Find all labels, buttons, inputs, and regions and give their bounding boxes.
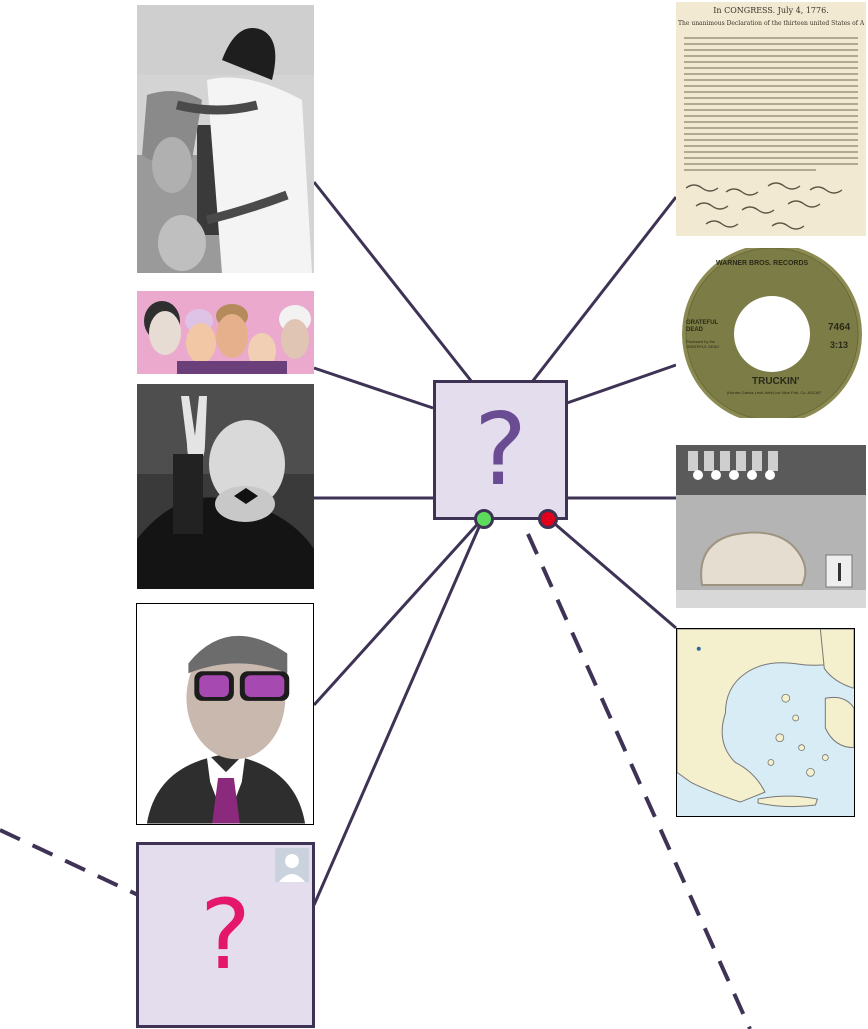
greece-map	[677, 629, 854, 816]
link-bottom-node	[312, 517, 485, 906]
declaration-text-lines	[684, 37, 858, 230]
unknown-node-question-mark: ?	[200, 879, 251, 991]
link-record	[566, 363, 677, 405]
connector-dot-red[interactable]	[538, 509, 558, 529]
link-collage	[313, 366, 434, 410]
connector-dot-green[interactable]	[474, 509, 494, 529]
record-label-credits: (Hunter-Garcia-Lesh-Weir) Ice Nine Pub. …	[726, 390, 822, 395]
center-node-question-mark: ?	[473, 391, 528, 508]
dashed-link-bottom	[526, 533, 752, 1029]
declaration-subheading: The unanimous Declaration of the thirtee…	[678, 20, 864, 27]
man-pouring-kettle-photo	[137, 5, 314, 273]
record-label-title: TRUCKIN'	[752, 376, 800, 387]
women-collage-photo	[137, 291, 314, 374]
record-label-duration: 3:13	[830, 340, 849, 350]
photo-rock-specimen[interactable]	[676, 445, 866, 608]
photo-purple-glasses-portrait[interactable]	[136, 603, 314, 825]
photo-man-with-kettle[interactable]	[137, 5, 314, 273]
link-glasses	[312, 516, 485, 707]
dashed-link-left	[0, 828, 139, 897]
purple-glasses-portrait-photo	[137, 604, 313, 824]
record-label-top-text: WARNER BROS. RECORDS	[716, 260, 809, 267]
link-map	[547, 516, 677, 630]
record-label-catalog: 7464	[828, 322, 851, 333]
declaration-heading: In CONGRESS. July 4, 1776.	[713, 6, 829, 15]
photo-women-collage[interactable]	[137, 291, 314, 374]
record-label-artist: GRATEFUL DEAD	[686, 320, 719, 333]
rock-specimen-photo	[676, 445, 866, 608]
link-declaration	[530, 196, 678, 383]
greece-map-card[interactable]	[676, 628, 855, 817]
photo-declaration-document[interactable]: In CONGRESS. July 4, 1776. The unanimous…	[676, 2, 866, 236]
unknown-node-center[interactable]: ?	[433, 380, 568, 520]
unknown-node-bottom[interactable]: ?	[136, 842, 315, 1028]
record-label-producer: Produced by the GRATEFUL DEAD	[686, 339, 720, 349]
v-sign-portrait-photo	[137, 384, 314, 589]
photo-record-label[interactable]: WARNER BROS. RECORDS GRATEFUL DEAD Produ…	[676, 248, 866, 418]
photo-v-sign-portrait[interactable]	[137, 384, 314, 589]
user-avatar-icon	[275, 848, 309, 882]
record-disc	[682, 248, 862, 418]
link-kettle	[312, 181, 474, 383]
